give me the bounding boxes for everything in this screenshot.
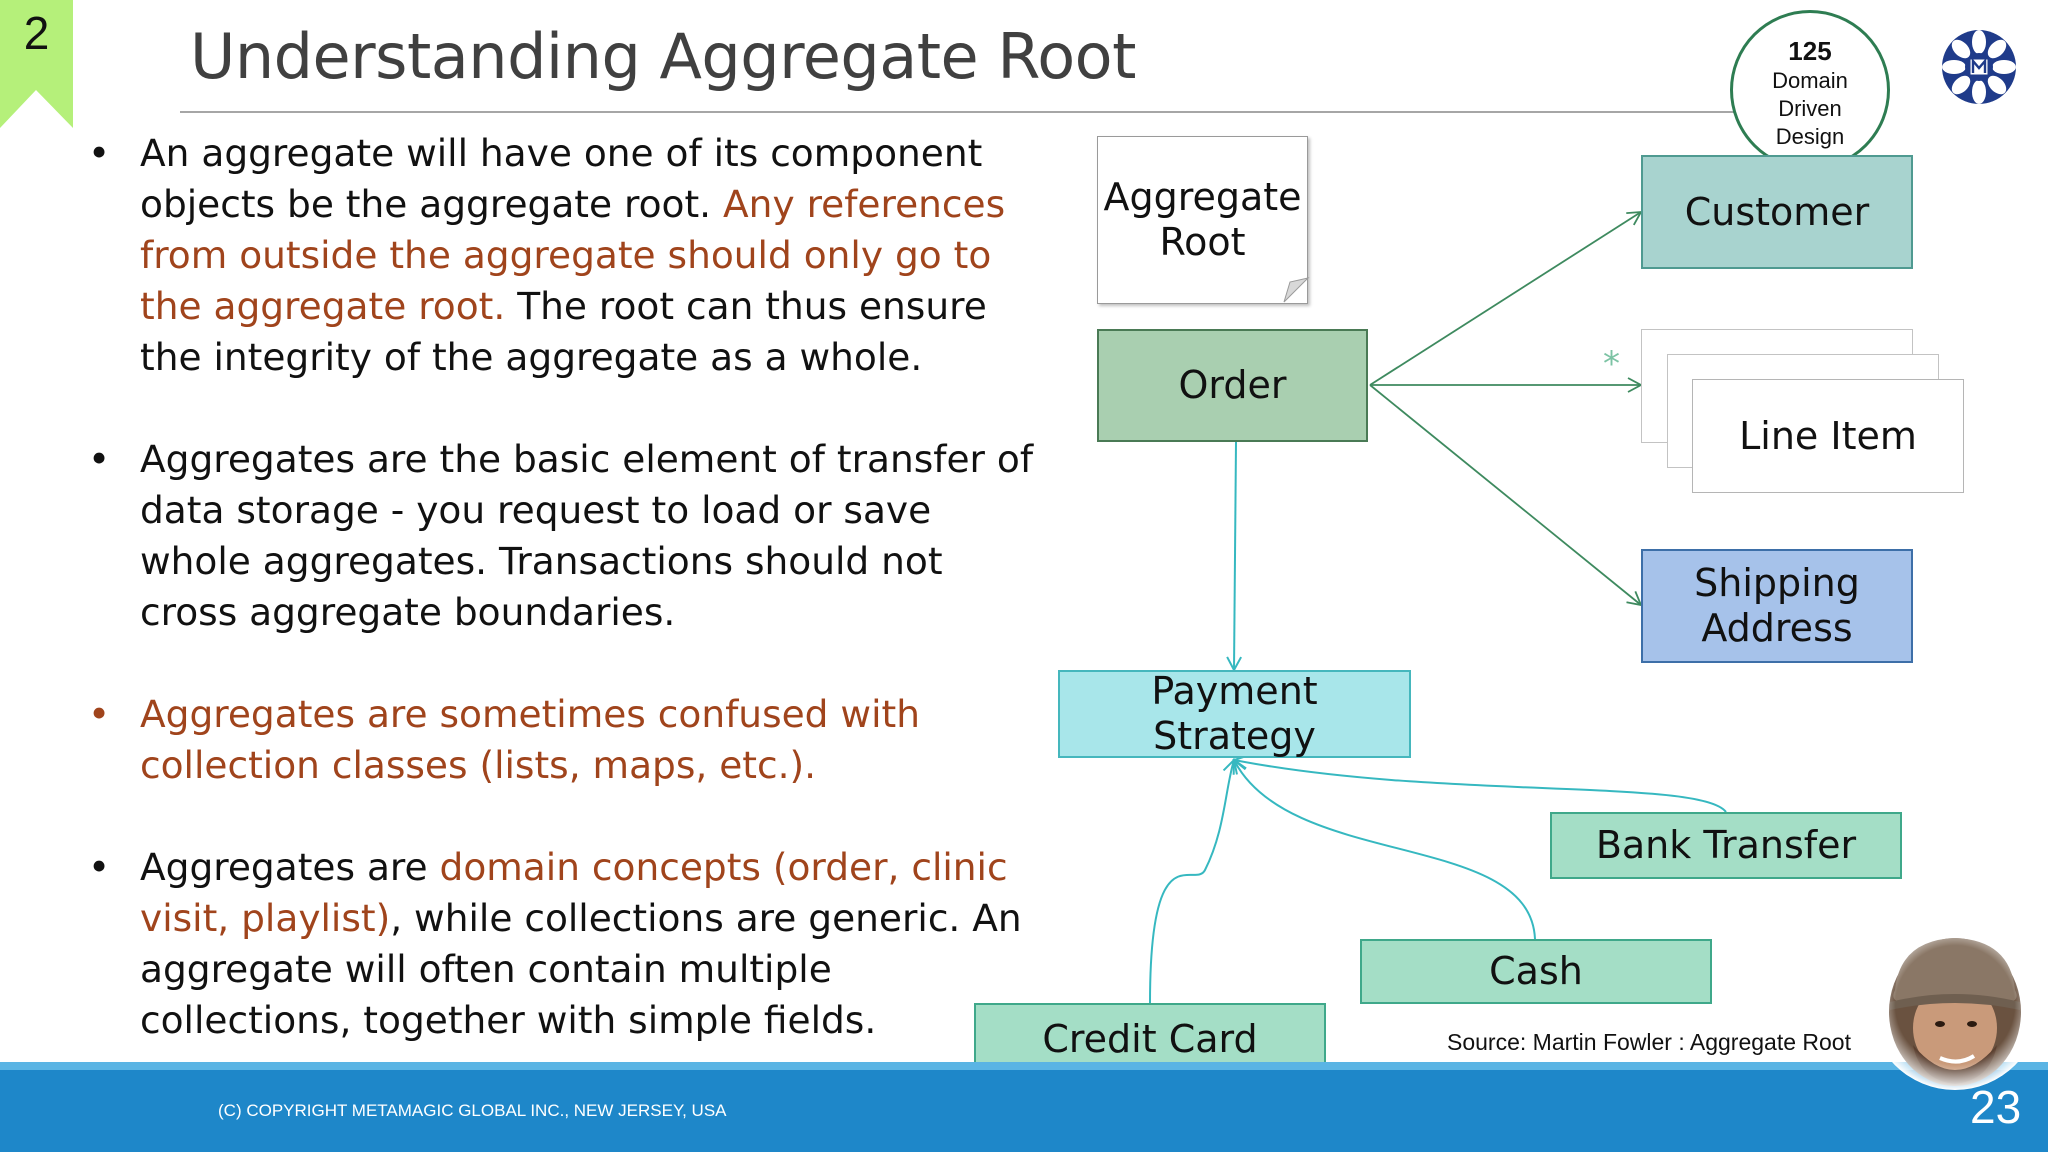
slide-section-tag — [0, 0, 73, 128]
multiplicity-label: * — [1603, 344, 1620, 384]
badge-line-3: Design — [1775, 124, 1845, 149]
footer-accent-line — [0, 1062, 2048, 1070]
cash-to-payment-arrow — [1234, 760, 1536, 940]
badge-line-2: Driven — [1778, 96, 1842, 121]
bullet-marker: • — [88, 437, 111, 481]
order-to-payment-arrow — [1234, 441, 1236, 670]
note-fold-corner — [1283, 277, 1310, 303]
order-to-customer-arrow — [1369, 210, 1643, 386]
cash-box: Cash — [1360, 939, 1712, 1004]
order-box: Order — [1097, 329, 1368, 442]
bullet-text: The root can thus ensure the integrity o… — [140, 284, 987, 379]
badge-number: 125 — [1788, 36, 1832, 66]
presenter-avatar — [1870, 920, 2040, 1090]
section-number: 2 — [23, 7, 50, 59]
bank-to-payment-arrow — [1234, 760, 1727, 813]
payment-line-2: Strategy — [1153, 714, 1316, 758]
bullet-text: , while collections are generic. An aggr… — [140, 896, 1022, 1042]
bullet-list: • An aggregate will have one of its comp… — [88, 128, 1048, 1097]
line-item-box: Line Item — [1692, 379, 1964, 493]
bullet-text: Aggregates are — [140, 845, 440, 889]
payment-line-1: Payment — [1151, 669, 1318, 713]
bullet-item: • Aggregates are the basic element of tr… — [88, 434, 1048, 638]
shipping-address-box: Shipping Address — [1641, 549, 1913, 663]
bullet-highlight: domain concepts (order, clinic visit, pl… — [140, 845, 1008, 940]
bullet-marker: • — [88, 131, 111, 175]
bullet-marker: • — [88, 845, 111, 889]
bullet-item: • An aggregate will have one of its comp… — [88, 128, 1048, 383]
bullet-text: An aggregate will have one of its compon… — [140, 131, 983, 226]
bullet-text: Aggregates are the basic element of tran… — [140, 437, 1034, 634]
course-badge: 125 Domain Driven Design — [1730, 10, 1890, 170]
creditcard-to-payment-arrow — [1149, 760, 1234, 1004]
payment-strategy-box: Payment Strategy — [1058, 669, 1411, 758]
mandala-logo-icon — [1942, 30, 2016, 104]
bullet-item: • Aggregates are sometimes confused with… — [88, 689, 1048, 791]
note-line-2: Root — [1159, 220, 1246, 264]
source-citation: Source: Martin Fowler : Aggregate Root — [1447, 1029, 1851, 1055]
footer-bar — [0, 1070, 2048, 1152]
shipping-line-1: Shipping — [1694, 561, 1860, 605]
page-title: Understanding Aggregate Root — [190, 20, 1136, 93]
bank-transfer-box: Bank Transfer — [1550, 812, 1902, 879]
bullet-item: • Aggregates are domain concepts (order,… — [88, 842, 1048, 1046]
customer-box: Customer — [1641, 155, 1913, 269]
bullet-marker: • — [88, 692, 111, 736]
bullet-highlight: Any references from outside the aggregat… — [140, 182, 1006, 328]
badge-line-1: Domain — [1772, 68, 1848, 93]
bullet-text: Aggregates are sometimes confused with c… — [140, 692, 920, 787]
note-line-1: Aggregate — [1103, 175, 1302, 219]
copyright-text: (C) COPYRIGHT METAMAGIC GLOBAL INC., NEW… — [218, 1101, 727, 1120]
credit-card-box: Credit Card — [974, 1003, 1326, 1075]
page-number: 23 — [1970, 1081, 2022, 1133]
shipping-line-2: Address — [1701, 606, 1853, 650]
title-divider — [180, 111, 1740, 113]
order-to-shipping-arrow — [1369, 384, 1643, 607]
aggregate-root-note: Aggregate Root — [1097, 136, 1308, 304]
